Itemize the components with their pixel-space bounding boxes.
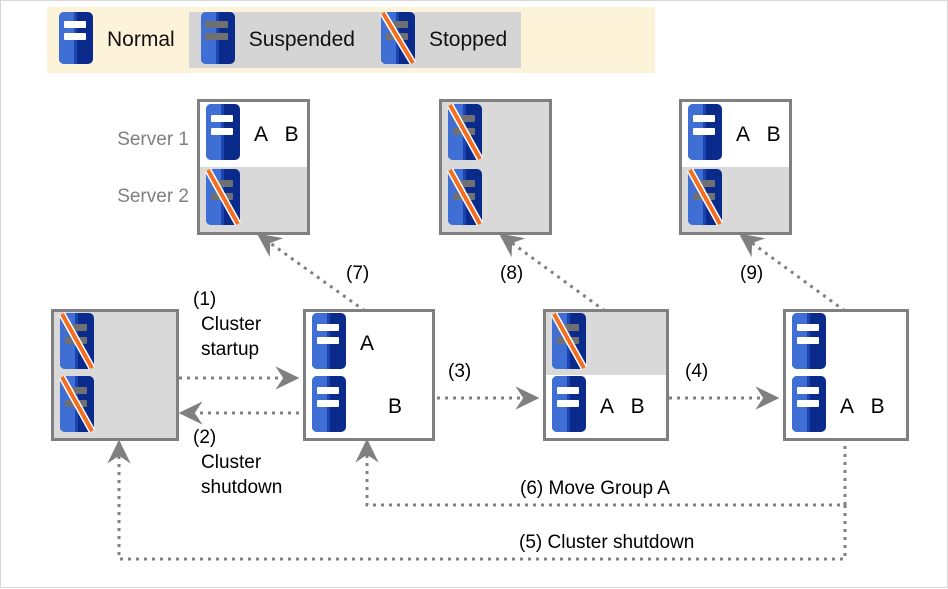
- state-row-server1: A: [306, 312, 432, 375]
- legend: Normal Suspended: [47, 7, 655, 73]
- server-normal-icon: [688, 104, 722, 165]
- transition-label-2: (2) Cluster shutdown: [193, 425, 282, 500]
- label-server-2: Server 2: [117, 186, 189, 207]
- server-stopped-icon: [58, 312, 96, 374]
- legend-label-suspended: Suspended: [248, 28, 355, 51]
- server-stopped-icon: [204, 168, 242, 230]
- state-box-top-mid[interactable]: [439, 99, 552, 235]
- server-normal-icon: [206, 104, 240, 165]
- server-normal-icon: [792, 313, 826, 374]
- transition-1-number: (1): [193, 289, 217, 310]
- transition-label-1: (1) Cluster startup: [193, 287, 261, 362]
- transition-label-9: (9): [740, 263, 764, 284]
- state-row-server1: [546, 312, 666, 375]
- transition-1-line1: Cluster: [201, 314, 262, 335]
- server-stopped-icon: [379, 10, 416, 69]
- state-box-top-left[interactable]: A B: [197, 99, 310, 235]
- transition-label-3: (3): [448, 361, 472, 382]
- transition-2-line2: shutdown: [201, 477, 283, 498]
- state-row-server2: [54, 375, 176, 438]
- server-normal-icon: [552, 376, 586, 437]
- group-labels: A B: [736, 122, 787, 146]
- server-normal-icon: [59, 11, 93, 69]
- transition-1-line2: startup: [201, 339, 260, 360]
- state-row-server1: [442, 102, 549, 167]
- state-row-server2: A B: [786, 375, 906, 438]
- legend-label-stopped: Stopped: [428, 28, 508, 51]
- group-labels: A: [360, 331, 381, 355]
- state-row-server2: B: [306, 375, 432, 438]
- transition-label-4: (4): [685, 361, 709, 382]
- server-stopped-icon: [550, 312, 588, 374]
- legend-item-normal: Normal: [47, 11, 189, 69]
- server-stopped-icon: [686, 168, 724, 230]
- legend-label-normal: Normal: [107, 28, 175, 51]
- state-row-server2: [200, 167, 307, 232]
- server-stopped-icon: [446, 103, 484, 165]
- transition-2-line1: Cluster: [201, 452, 262, 473]
- state-row-server2: [442, 167, 549, 232]
- legend-item-suspended: Suspended: [188, 11, 369, 69]
- state-box-groups-merged[interactable]: A B: [783, 309, 909, 441]
- group-labels: B: [388, 394, 409, 418]
- server-suspended-icon: [200, 11, 235, 69]
- server-normal-icon: [312, 313, 346, 374]
- state-row-server1: A B: [200, 102, 307, 167]
- server-stopped-icon: [446, 168, 484, 230]
- server-normal-icon: [312, 376, 346, 437]
- transition-2-number: (2): [193, 427, 217, 448]
- state-row-server2: A B: [546, 375, 666, 438]
- transition-label-8: (8): [500, 263, 524, 284]
- legend-item-stopped: Stopped: [368, 10, 522, 69]
- transition-label-5: (5) Cluster shutdown: [519, 532, 695, 553]
- transition-label-6: (6) Move Group A: [520, 478, 670, 499]
- group-labels: A B: [254, 122, 305, 146]
- label-server-1: Server 1: [117, 129, 189, 150]
- group-labels: A B: [600, 394, 651, 418]
- state-row-server2: [682, 167, 789, 232]
- server-normal-icon: [792, 376, 826, 437]
- server-stopped-icon: [58, 375, 96, 437]
- state-box-cluster-stopped[interactable]: [51, 309, 179, 441]
- state-row-server1: [786, 312, 906, 375]
- state-box-server1-stopped[interactable]: A B: [543, 309, 669, 441]
- state-row-server1: A B: [682, 102, 789, 167]
- state-row-server1: [54, 312, 176, 375]
- state-box-groups-split[interactable]: A B: [303, 309, 435, 441]
- transition-label-7: (7): [346, 263, 370, 284]
- state-box-top-right[interactable]: A B: [679, 99, 792, 235]
- group-labels: A B: [840, 394, 891, 418]
